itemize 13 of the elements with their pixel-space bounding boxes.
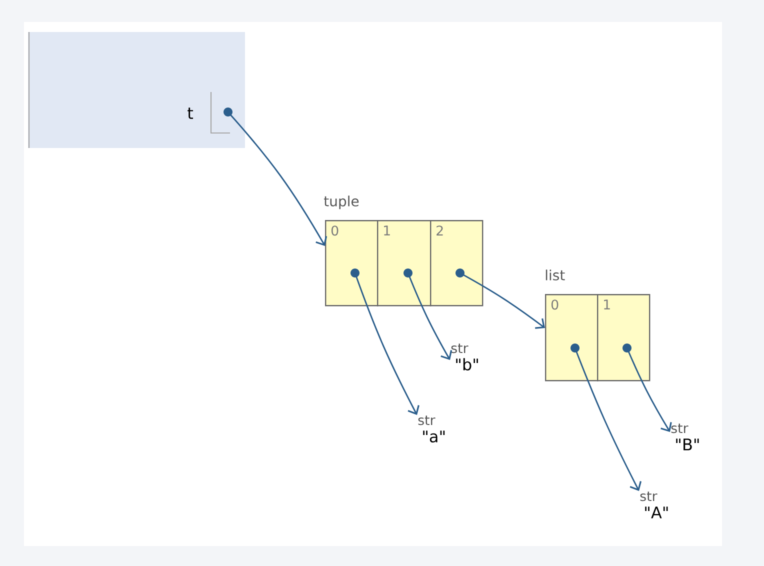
string-value: str "A" bbox=[640, 492, 668, 518]
element-cell: 1 bbox=[597, 294, 650, 382]
object-heading: list bbox=[546, 270, 565, 280]
object-heading: tuple bbox=[324, 196, 359, 210]
element-cell: 2 bbox=[430, 220, 484, 306]
element-cell: 1 bbox=[377, 220, 432, 306]
element-cell: 0 bbox=[545, 294, 598, 382]
variable-name: t bbox=[188, 108, 194, 119]
string-value: str "a" bbox=[418, 416, 445, 443]
string-value: str "b" bbox=[451, 344, 478, 371]
element-cell: 0 bbox=[325, 220, 378, 306]
string-value: str "B" bbox=[671, 424, 699, 450]
pointer-arrow bbox=[227, 112, 328, 246]
